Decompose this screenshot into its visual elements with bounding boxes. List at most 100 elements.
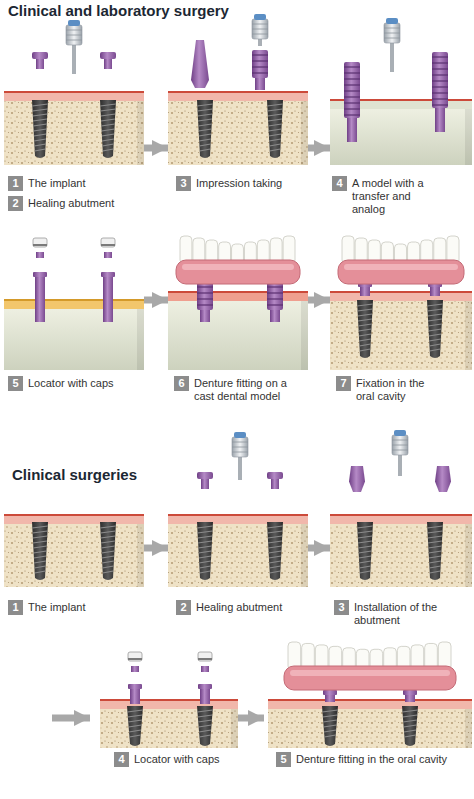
implant-part (198, 546, 211, 548)
screwdriver-part (234, 432, 246, 438)
screwdriver-part (66, 40, 82, 41)
implant-part (198, 715, 212, 717)
healing-abutment-part (267, 472, 283, 479)
screwdriver-part (66, 25, 82, 45)
implant-part (33, 546, 46, 548)
transfer-analog-part (200, 310, 210, 322)
step-panel: 1The implant (4, 495, 144, 620)
implant-part (101, 109, 116, 111)
implant-part (268, 124, 281, 126)
implant-part (267, 100, 283, 158)
implant-part (358, 546, 371, 548)
implant-part (198, 109, 213, 111)
implant-part (198, 541, 212, 543)
locator-cap-part (128, 658, 142, 660)
transfer-analog-part (344, 78, 360, 79)
implant (100, 522, 116, 580)
implant-part (34, 566, 45, 568)
implant-part (129, 730, 141, 732)
transfer-analog-part (267, 282, 283, 310)
locator-cap-part (198, 658, 212, 660)
bone-block-part (301, 100, 308, 165)
implant-part (324, 730, 336, 732)
implant-part (429, 329, 442, 331)
implant-part (34, 144, 45, 146)
step-panel: 2Healing abutment (168, 428, 308, 618)
denture (338, 236, 464, 284)
abutment-part (349, 466, 365, 492)
implant-part (430, 349, 441, 351)
bone-block-part (465, 300, 472, 370)
impression-coping-part (252, 54, 268, 55)
implant-part (34, 139, 46, 141)
locator-cap-part (33, 238, 47, 247)
bone-block-part (168, 100, 308, 165)
implant-part (101, 531, 116, 533)
implant-part (402, 710, 417, 712)
bone-block-part (330, 300, 472, 370)
implant-part (360, 349, 371, 351)
bone-block (168, 92, 308, 165)
implant (402, 706, 418, 746)
implant-part (33, 119, 47, 121)
locator (128, 684, 142, 704)
transfer-analog-part (197, 298, 213, 299)
screwdriver (252, 14, 268, 46)
step-number: 2 (8, 196, 23, 211)
locator-part (35, 276, 45, 322)
implant-part (403, 715, 417, 717)
implant-part (429, 561, 441, 563)
bone-block-part (100, 708, 238, 748)
screwdriver-part (384, 33, 400, 34)
cast-model-part (4, 308, 144, 370)
locator-part (325, 694, 335, 702)
screwdriver-part (390, 42, 394, 72)
implant-part (101, 114, 115, 116)
step-caption: Denture fitting on a cast dental model (194, 377, 306, 403)
implant-part (429, 551, 442, 553)
implant-part (129, 725, 142, 727)
implant-part (101, 124, 114, 126)
locator-part (430, 286, 440, 296)
implant-part (269, 556, 281, 558)
locator (33, 272, 47, 322)
step-caption: Installation of the abutment (354, 601, 444, 627)
implant-part (198, 114, 212, 116)
screwdriver-part (252, 24, 268, 25)
bone-block (330, 292, 472, 370)
step-caption: The implant (28, 177, 138, 190)
implant-part (429, 344, 440, 346)
healing-abutment (267, 472, 283, 489)
implant-part (128, 720, 142, 722)
transfer-analog-part (344, 96, 360, 97)
implant-part (197, 100, 213, 158)
step-number: 3 (334, 600, 349, 615)
implant-part (102, 556, 114, 558)
implant-part (100, 526, 115, 528)
locator (403, 690, 417, 702)
implant-part (427, 522, 443, 580)
transfer-analog-part (344, 66, 360, 67)
locator-cap-part (131, 666, 139, 672)
healing-abutment-part (36, 59, 44, 69)
implant-part (268, 531, 283, 533)
implant-part (268, 546, 281, 548)
implant-part (267, 104, 282, 106)
cast-model-part (168, 292, 308, 301)
locator (323, 690, 337, 702)
implant-part (427, 304, 442, 306)
screwdriver-part (232, 452, 248, 453)
bone-block-part (330, 292, 472, 301)
implant-part (269, 144, 280, 146)
implant-part (428, 546, 441, 548)
transfer-analog-part (267, 304, 283, 305)
implant-part (428, 324, 441, 326)
implant-part (323, 715, 337, 717)
screwdriver-part (392, 440, 408, 441)
implant-part (197, 526, 212, 528)
flow-arrow (238, 715, 264, 722)
locator-cap (33, 238, 47, 258)
implant-part (429, 556, 441, 558)
bone-block-part (168, 91, 308, 93)
bone-block-part (4, 92, 144, 101)
